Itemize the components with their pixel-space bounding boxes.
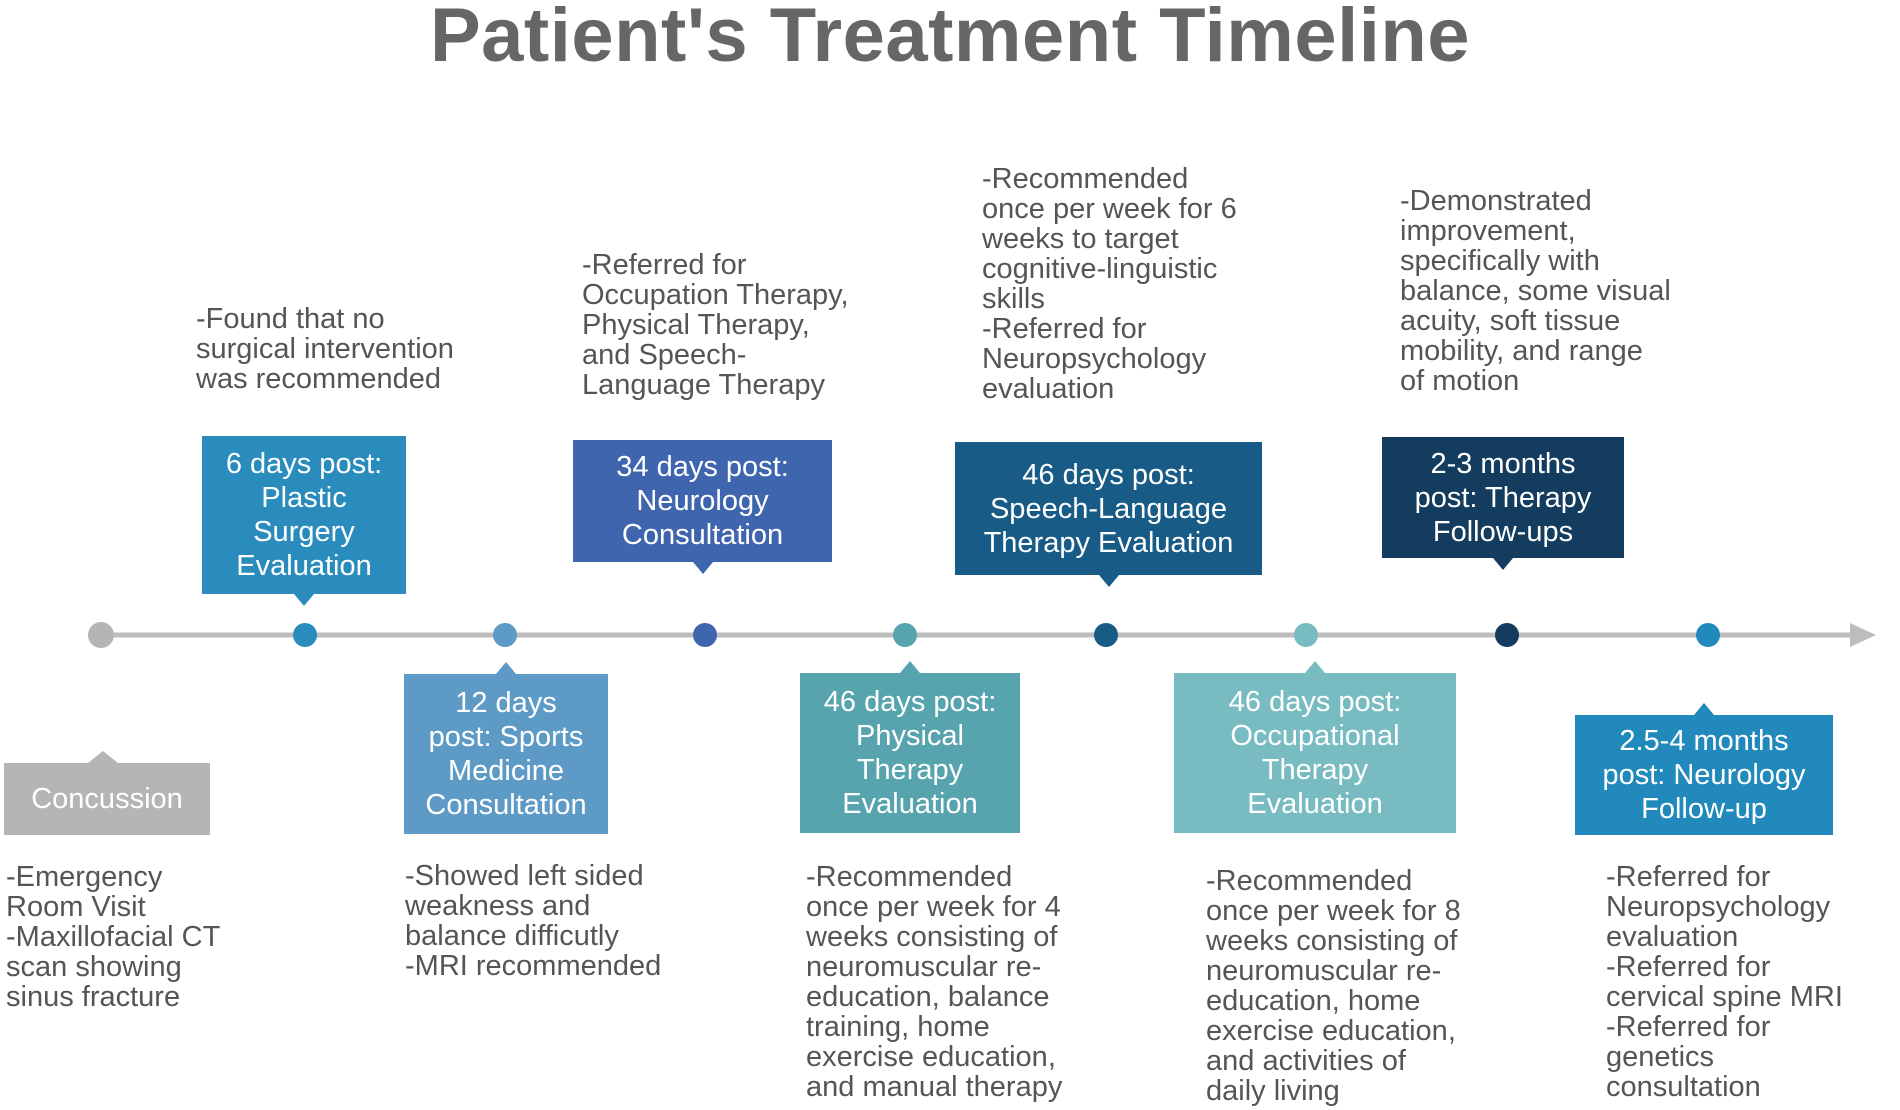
- event-label: 6 days post: Plastic Surgery Evaluation: [225, 448, 383, 582]
- timeline-dot-4: [893, 623, 917, 647]
- timeline-dot-7: [1495, 623, 1519, 647]
- event-label: 46 days post: Speech-Language Therapy Ev…: [983, 458, 1234, 559]
- event-box-therapy-follow-ups: 2-3 months post: Therapy Follow-ups: [1382, 437, 1624, 570]
- event-note-neurology-consultation: -Referred for Occupation Therapy, Physic…: [582, 249, 849, 401]
- event-box-physical-therapy: 46 days post: Physical Therapy Evaluatio…: [800, 661, 1020, 833]
- event-note-sports-medicine: -Showed left sided weakness and balance …: [405, 860, 662, 982]
- event-box-plastic-surgery: 6 days post: Plastic Surgery Evaluation: [202, 436, 406, 606]
- event-box-neurology-consultation: 34 days post: Neurology Consultation: [573, 440, 832, 574]
- event-box-occupational-therapy: 46 days post: Occupational Therapy Evalu…: [1174, 661, 1456, 833]
- timeline-dot-6: [1294, 623, 1318, 647]
- timeline-arrowhead: [1850, 623, 1876, 647]
- timeline-dot-8: [1696, 623, 1720, 647]
- event-note-concussion: -Emergency Room Visit -Maxillofacial CT …: [6, 861, 221, 1013]
- event-note-physical-therapy: -Recommended once per week for 4 weeks c…: [806, 861, 1063, 1103]
- timeline-dot-1: [293, 623, 317, 647]
- event-label: 46 days post: Physical Therapy Evaluatio…: [823, 686, 997, 820]
- event-label: 2.5-4 months post: Neurology Follow-up: [1602, 725, 1806, 825]
- timeline-dot-2: [493, 623, 517, 647]
- page-title: Patient's Treatment Timeline: [429, 0, 1471, 78]
- event-label: 2-3 months post: Therapy Follow-ups: [1414, 447, 1592, 548]
- event-note-plastic-surgery: -Found that no surgical intervention was…: [196, 303, 454, 395]
- event-label: 12 days post: Sports Medicine Consultati…: [425, 687, 587, 821]
- timeline-dot-0: [88, 622, 114, 648]
- event-note-speech-language-therapy: -Recommended once per week for 6 weeks t…: [982, 163, 1237, 405]
- timeline-dot-5: [1094, 623, 1118, 647]
- event-box-sports-medicine: 12 days post: Sports Medicine Consultati…: [404, 662, 608, 834]
- event-label: 46 days post: Occupational Therapy Evalu…: [1228, 686, 1402, 820]
- event-box-speech-language-therapy: 46 days post: Speech-Language Therapy Ev…: [955, 442, 1262, 587]
- event-label: 34 days post: Neurology Consultation: [616, 451, 789, 551]
- event-label: Concussion: [31, 783, 183, 815]
- event-box-concussion: Concussion: [4, 763, 210, 835]
- event-box-neurology-follow-up: 2.5-4 months post: Neurology Follow-up: [1575, 703, 1833, 835]
- event-note-neurology-follow-up: -Referred for Neuropsychology evaluation…: [1606, 861, 1843, 1103]
- event-note-therapy-follow-ups: -Demonstrated improvement, specifically …: [1400, 185, 1671, 397]
- event-note-occupational-therapy: -Recommended once per week for 8 weeks c…: [1206, 865, 1461, 1107]
- concussion-callout-notch: [88, 751, 118, 763]
- timeline-dot-3: [693, 623, 717, 647]
